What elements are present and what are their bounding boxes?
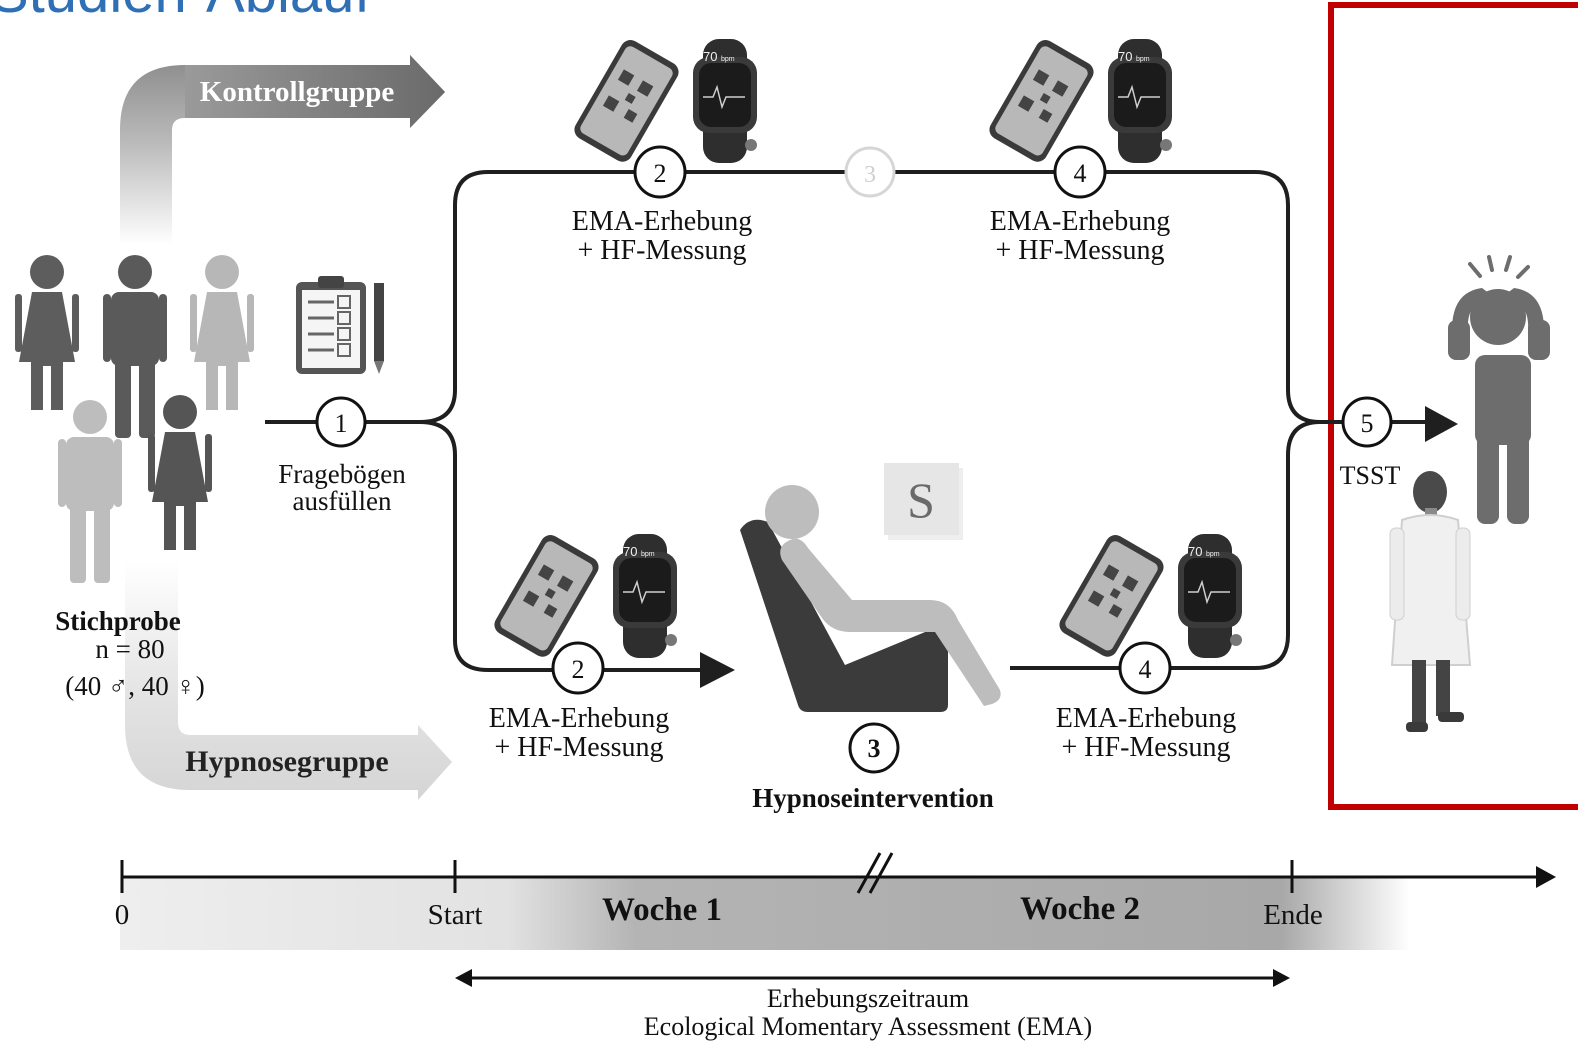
ema-top-right-line2: + HF-Messung xyxy=(995,235,1164,266)
svg-text:3: 3 xyxy=(868,734,881,763)
sample-title: Stichprobe xyxy=(55,606,181,636)
timeline-band xyxy=(120,877,1410,950)
doctor-icon xyxy=(1389,471,1472,732)
ema-bottom-right-line2: + HF-Messung xyxy=(1061,732,1230,763)
sample-gender-split: (40 ♂, 40 ♀) xyxy=(65,671,204,701)
bpm-value-top-right: 70 xyxy=(1118,49,1132,64)
timeline-week2-label: Woche 2 xyxy=(1020,891,1140,927)
timeline-week1-label: Woche 1 xyxy=(602,892,722,928)
ema-bottom-right-line1: EMA-Erhebung xyxy=(1056,703,1236,734)
svg-text:2: 2 xyxy=(654,159,667,188)
bpm-unit-top-left: bpm xyxy=(721,56,735,63)
step-1-label-line2: ausfüllen xyxy=(293,486,392,516)
arrow-to-tsst xyxy=(1425,406,1458,442)
svg-text:4: 4 xyxy=(1074,159,1087,188)
hypnosis-group-label: Hypnosegruppe xyxy=(185,745,388,778)
timeline-start-label: Start xyxy=(428,899,483,931)
svg-text:5: 5 xyxy=(1361,409,1374,438)
step-1-label-line1: Fragebögen xyxy=(278,459,406,489)
sample-n: n = 80 xyxy=(95,634,164,664)
hypnosis-group-arrow xyxy=(125,560,452,800)
step-3-top-circle-faded: 3 xyxy=(844,146,896,198)
collection-period-line2: Ecological Momentary Assessment (EMA) xyxy=(644,1012,1092,1041)
hypnosis-intervention-label: Hypnoseintervention xyxy=(752,783,994,813)
svg-text:3: 3 xyxy=(864,162,876,188)
bpm-value-bottom-left: 70 xyxy=(623,544,637,559)
tsst-label: TSST xyxy=(1340,461,1401,490)
bpm-unit-top-right: bpm xyxy=(1136,56,1150,63)
step-5-circle: 5 xyxy=(1341,396,1393,448)
sample-people-icon xyxy=(15,255,254,583)
control-group-label: Kontrollgruppe xyxy=(200,76,395,108)
step-2-top-circle: 2 xyxy=(633,145,687,199)
timeline xyxy=(120,852,1556,950)
s-note-icon: S xyxy=(884,463,963,540)
collection-period-line1: Erhebungszeitraum xyxy=(767,984,969,1013)
collection-period-arrow xyxy=(455,969,1290,987)
step-4-top-circle: 4 xyxy=(1053,145,1107,199)
ema-top-right-line1: EMA-Erhebung xyxy=(990,206,1170,237)
step-1-circle: 1 xyxy=(315,396,367,448)
timeline-zero-label: 0 xyxy=(115,899,130,931)
ema-bottom-left-line2: + HF-Messung xyxy=(494,732,663,763)
reclining-chair-person-icon xyxy=(740,485,1001,712)
timeline-arrowhead xyxy=(1536,866,1556,888)
clipboard-icon xyxy=(296,276,366,374)
svg-text:4: 4 xyxy=(1139,655,1152,684)
slide-title-partial: Studien-Ablauf xyxy=(0,0,371,25)
control-group-arrow xyxy=(120,55,445,245)
timeline-end-label: Ende xyxy=(1263,899,1323,931)
svg-text:2: 2 xyxy=(572,655,585,684)
step-3-bottom-circle: 3 xyxy=(848,722,900,774)
bpm-value-bottom-right: 70 xyxy=(1188,544,1202,559)
ema-top-left-line2: + HF-Messung xyxy=(577,235,746,266)
svg-text:S: S xyxy=(907,472,935,528)
axis-break-mark-2 xyxy=(868,852,894,894)
ema-top-left-line1: EMA-Erhebung xyxy=(572,206,752,237)
axis-break-mark-1 xyxy=(856,852,882,894)
step-2-bottom-circle: 2 xyxy=(551,641,605,695)
tsst-highlight-frame xyxy=(1328,2,1578,810)
stressed-person-icon xyxy=(1448,255,1550,524)
ema-bottom-left-line1: EMA-Erhebung xyxy=(489,703,669,734)
bpm-value-top-left: 70 xyxy=(703,49,717,64)
arrow-to-hypnosis xyxy=(700,652,735,688)
bpm-unit-bottom-left: bpm xyxy=(641,551,655,558)
svg-text:1: 1 xyxy=(335,409,348,438)
step-4-bottom-circle: 4 xyxy=(1118,641,1172,695)
pencil-icon xyxy=(374,283,384,374)
bpm-unit-bottom-right: bpm xyxy=(1206,551,1220,558)
